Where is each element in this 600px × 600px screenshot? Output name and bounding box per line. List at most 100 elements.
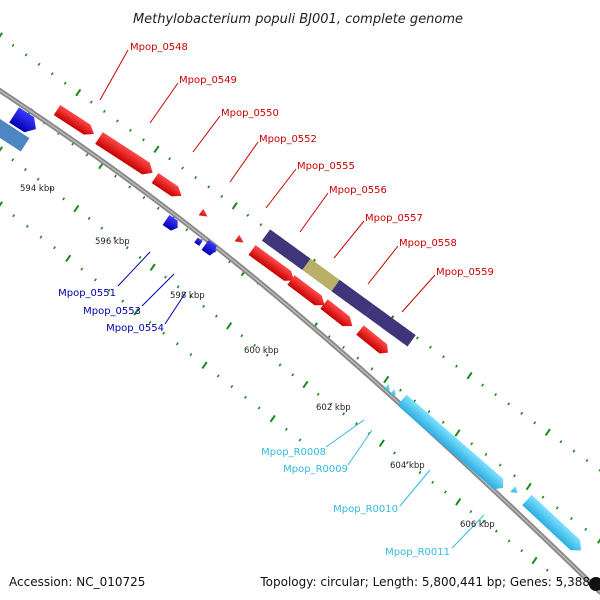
scale-tick: [80, 267, 84, 271]
label-mpop-0550[interactable]: Mpop_0550: [221, 108, 279, 119]
scale-tick: [278, 363, 282, 367]
label-mpop-0548[interactable]: Mpop_0548: [130, 42, 188, 53]
scale-tick: [531, 556, 538, 565]
scale-tick: [507, 539, 511, 543]
scale-tick: [253, 343, 256, 348]
scale-tick: [94, 278, 97, 282]
scale-tick: [181, 166, 185, 170]
scale-tick: [138, 255, 142, 260]
scale-tick: [513, 474, 516, 478]
scale-tick: [0, 201, 4, 207]
scale-tick: [87, 216, 91, 220]
scale-tick: [202, 304, 206, 308]
scale-tick: [149, 263, 156, 272]
rna-mpop-r0010[interactable]: [397, 394, 507, 493]
rna-mpop-r0011-small[interactable]: [510, 486, 520, 496]
gene-mpop-0559[interactable]: [356, 325, 392, 357]
scale-tick: [129, 128, 132, 132]
scale-tick: [466, 371, 473, 380]
scale-tick: [50, 72, 54, 76]
gene-mpop-0557[interactable]: [287, 275, 328, 310]
gene-mpop-0549[interactable]: [95, 132, 156, 179]
gene-glyph-edge-reverse[interactable]: [9, 107, 41, 136]
gene-mpop-0551[interactable]: [162, 215, 181, 233]
scroll-handle-icon[interactable]: [589, 577, 600, 591]
label-mpop-r0011[interactable]: Mpop_R0011: [385, 547, 450, 558]
scale-label-598: 598 kbp: [170, 291, 205, 301]
scale-tick: [354, 422, 358, 426]
scale-label-596: 596 kbp: [95, 237, 130, 247]
scale-tick: [257, 406, 261, 410]
scale-tick: [24, 167, 27, 172]
label-mpop-0552[interactable]: Mpop_0552: [259, 134, 317, 145]
scale-tick: [559, 440, 563, 444]
scale-tick: [429, 345, 432, 349]
scale-tick: [142, 138, 145, 142]
label-leader-lines: [99, 49, 485, 549]
scale-tick: [164, 275, 167, 279]
label-mpop-0559[interactable]: Mpop_0559: [436, 267, 494, 278]
scale-tick: [342, 412, 346, 416]
gene-mpop-0552[interactable]: [198, 208, 210, 220]
scale-tick: [65, 254, 72, 263]
scale-label-594: 594 kbp: [20, 184, 55, 194]
label-mpop-0555[interactable]: Mpop_0555: [297, 161, 355, 172]
gene-mpop-0548[interactable]: [53, 104, 97, 139]
label-mpop-r0008[interactable]: Mpop_R0008: [261, 447, 326, 458]
rna-mpop-r0011[interactable]: [522, 494, 586, 556]
gene-mpop-0558[interactable]: [320, 299, 356, 331]
scale-tick: [246, 213, 250, 217]
scale-tick: [175, 342, 179, 346]
rna-mpop-r0009[interactable]: [389, 388, 398, 398]
scale-tick: [214, 314, 218, 318]
scale-tick: [481, 383, 485, 387]
label-mpop-r0010[interactable]: Mpop_R0010: [333, 504, 398, 515]
scale-tick: [520, 411, 524, 415]
scale-tick: [327, 335, 331, 339]
label-mpop-r0009[interactable]: Mpop_R0009: [283, 464, 348, 475]
label-mpop-0549[interactable]: Mpop_0549: [179, 75, 237, 86]
scale-tick: [142, 196, 146, 200]
scale-tick: [125, 246, 129, 250]
scale-tick: [128, 185, 132, 189]
label-mpop-0557[interactable]: Mpop_0557: [365, 213, 423, 224]
scale-tick: [220, 194, 224, 198]
scale-tick: [230, 385, 234, 389]
label-mpop-0558[interactable]: Mpop_0558: [399, 238, 457, 249]
scale-tick: [189, 352, 193, 357]
gene-glyph-edge-steel[interactable]: [0, 118, 30, 152]
gene-mpop-0550[interactable]: [151, 173, 185, 201]
scale-tick: [185, 228, 189, 232]
scale-tick: [284, 427, 288, 431]
scale-tick: [399, 388, 402, 392]
operon-block[interactable]: [261, 229, 416, 347]
gene-mpop-0555[interactable]: [234, 234, 246, 246]
scale-tick: [107, 288, 111, 293]
label-mpop-0551[interactable]: Mpop_0551: [58, 288, 116, 299]
scale-tick: [194, 175, 198, 180]
rna-mpop-r0008[interactable]: [383, 383, 392, 393]
scale-tick: [370, 367, 374, 371]
label-mpop-0556[interactable]: Mpop_0556: [329, 185, 387, 196]
scale-tick: [11, 43, 15, 48]
scale-tick: [85, 153, 89, 157]
scale-tick: [431, 480, 435, 484]
scale-tick: [89, 100, 93, 104]
scale-tick: [442, 355, 445, 359]
label-mpop-0553[interactable]: Mpop_0553: [83, 306, 141, 317]
scale-tick: [507, 402, 511, 406]
scale-tick: [378, 439, 385, 447]
gene-mpop-0556[interactable]: [248, 245, 297, 285]
scale-tick: [49, 187, 53, 191]
scale-tick: [133, 308, 140, 316]
scale-tick: [544, 428, 551, 437]
scale-tick: [596, 538, 600, 544]
gene-mpop-0554[interactable]: [201, 240, 219, 257]
scale-tick: [0, 32, 4, 38]
scale-tick: [259, 223, 263, 227]
label-mpop-0554[interactable]: Mpop_0554: [106, 323, 164, 334]
scale-tick: [121, 299, 125, 303]
gene-mpop-0553[interactable]: [194, 237, 203, 246]
scale-tick: [585, 458, 589, 463]
